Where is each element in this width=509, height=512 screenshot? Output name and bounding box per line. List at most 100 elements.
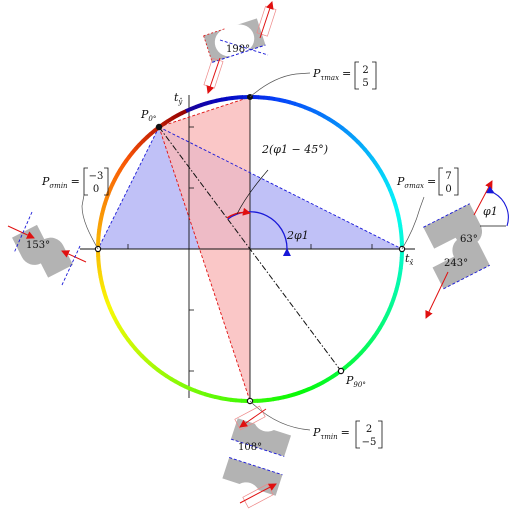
circle-segment	[389, 298, 396, 306]
svg-text:2: 2	[366, 424, 372, 435]
circle-segment	[96, 229, 102, 236]
circle-segment	[322, 114, 331, 121]
circle-segment	[302, 387, 310, 394]
circle-segment	[356, 140, 364, 148]
y-axis-label: tŷ	[174, 91, 183, 106]
circle-segment	[307, 385, 315, 392]
circle-segment	[170, 113, 179, 121]
circle-segment	[308, 107, 317, 114]
circle-segment	[102, 291, 109, 299]
circle-segment	[183, 384, 192, 391]
circle-segment	[355, 351, 363, 359]
circle-segment	[214, 394, 222, 401]
circle-segment	[174, 379, 182, 387]
circle-segment	[180, 108, 188, 116]
circle-segment	[369, 156, 377, 164]
label-double: 2φ1	[286, 229, 309, 242]
circle-segment	[336, 123, 344, 130]
circle-segment	[98, 213, 105, 221]
circle-segment	[219, 396, 227, 402]
circle-segment	[115, 168, 122, 177]
label-153: 153°	[26, 240, 50, 251]
circle-segment	[118, 164, 125, 172]
circle-segment	[373, 160, 380, 169]
circle-segment	[190, 104, 198, 111]
circle-segment	[372, 330, 379, 339]
circle-segment	[383, 179, 391, 187]
circle-segment	[381, 174, 388, 182]
circle-segment	[397, 219, 403, 227]
circle-segment	[112, 316, 119, 324]
circle-segment	[380, 317, 388, 325]
circle-segment	[108, 182, 115, 191]
circle-segment	[352, 136, 360, 144]
circle-segment	[363, 148, 371, 156]
circle-segment	[160, 371, 169, 378]
circle-segment	[195, 103, 203, 109]
circle-segment	[133, 143, 142, 151]
circle-segment	[200, 101, 208, 108]
circle-segment	[100, 286, 107, 294]
circle-segment	[347, 358, 355, 366]
circle-segment	[394, 283, 400, 290]
circle-segment	[391, 293, 398, 301]
element-63-243	[423, 203, 490, 290]
circle-segment	[282, 393, 290, 400]
circle-segment	[205, 99, 213, 106]
circle-segment	[112, 173, 120, 181]
circle-segment	[273, 96, 281, 102]
circle-segment	[369, 335, 376, 343]
svg-text:Pτmin=: Pτmin=	[312, 426, 350, 441]
circle-segment	[149, 128, 157, 136]
circle-segment	[317, 380, 325, 387]
triangle-edges	[97, 96, 403, 402]
point-p90	[337, 367, 345, 375]
circle-segment	[215, 97, 223, 103]
circle-segment	[268, 96, 276, 102]
circle-segment	[97, 223, 103, 231]
circle-segment	[299, 103, 307, 110]
circle-segment	[152, 364, 160, 372]
circle-segment	[395, 277, 402, 285]
circle-segment	[391, 199, 398, 207]
circle-segment	[97, 266, 102, 273]
label-198: 198°	[226, 44, 250, 55]
circle-segment	[359, 144, 367, 152]
circle-segment	[209, 393, 216, 399]
circle-segment	[105, 301, 112, 309]
circle-segment	[394, 209, 401, 217]
circle-segment	[198, 390, 206, 397]
circle-segment	[231, 95, 238, 101]
circle-segment	[366, 152, 374, 160]
circle-segment	[284, 99, 291, 105]
circle-segment	[297, 389, 305, 395]
label-63: 63°	[460, 234, 478, 245]
label-p0: P0°	[140, 108, 156, 123]
element-108-arrows	[234, 405, 277, 509]
element-198	[203, 18, 266, 63]
angle-arc-double	[227, 211, 291, 257]
circle-segment	[287, 392, 295, 399]
circle-segment	[224, 396, 232, 402]
label-108: 108°	[238, 442, 262, 453]
circle-segment	[344, 129, 352, 137]
circle-segment	[304, 105, 312, 112]
circle-segment	[277, 395, 285, 401]
circle-segment	[109, 311, 117, 319]
leader-lines	[81, 72, 425, 431]
circle-segment	[263, 95, 270, 101]
circle-segment	[161, 119, 170, 126]
circle-segment	[133, 346, 141, 354]
label-243: 243°	[444, 258, 468, 269]
circle-segment	[397, 267, 403, 275]
circle-segment	[106, 187, 113, 195]
circle-segment	[169, 377, 178, 384]
circle-segment	[326, 374, 334, 382]
circle-segment	[327, 117, 335, 124]
circle-segment	[343, 362, 351, 370]
element-153-arrows	[7, 211, 87, 286]
circle-segment	[121, 159, 128, 168]
circle-segment	[114, 320, 122, 329]
circle-segment	[126, 338, 134, 346]
